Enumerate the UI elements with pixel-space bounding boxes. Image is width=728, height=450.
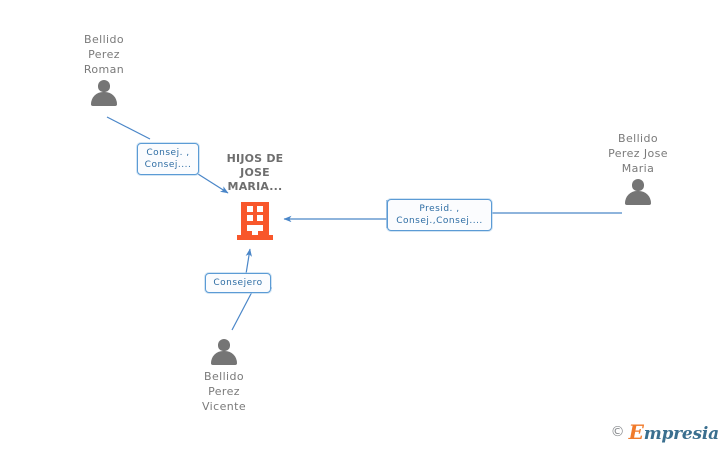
edge-role-to-company-roman (197, 173, 229, 194)
brand-initial: E (628, 420, 644, 444)
brand-wordmark: Empresia (628, 420, 720, 444)
edge-vicente-to-role (231, 289, 254, 331)
edge-role-to-company-vicente (245, 248, 252, 275)
role-label-vicente[interactable]: Consejero (205, 273, 271, 293)
role-label-roman[interactable]: Consej. , Consej.... (137, 143, 199, 175)
person-name-bellido-perez-jose-maria: Bellido Perez Jose Maria (608, 132, 668, 175)
role-label-jose-maria[interactable]: Presid. , Consej.,Consej.... (387, 199, 492, 231)
watermark-empresia: © Empresia (610, 420, 720, 444)
edge-roman-to-role (106, 116, 151, 140)
building-icon (237, 202, 273, 240)
person-icon (89, 80, 119, 106)
person-node-bellido-perez-roman[interactable]: Bellido Perez Roman (44, 32, 164, 106)
copyright-icon: © (610, 424, 625, 440)
brand-rest: mpresia (643, 424, 719, 444)
person-node-bellido-perez-jose-maria[interactable]: Bellido Perez Jose Maria (578, 131, 698, 205)
person-name-bellido-perez-vicente: Bellido Perez Vicente (201, 370, 246, 413)
company-node[interactable]: HIJOS DE JOSE MARIA... (195, 152, 315, 240)
person-node-bellido-perez-vicente[interactable]: Bellido Perez Vicente (164, 336, 284, 414)
person-icon (623, 179, 653, 205)
person-icon (209, 339, 239, 365)
company-name: HIJOS DE JOSE MARIA... (226, 152, 284, 193)
person-name-bellido-perez-roman: Bellido Perez Roman (83, 33, 125, 76)
